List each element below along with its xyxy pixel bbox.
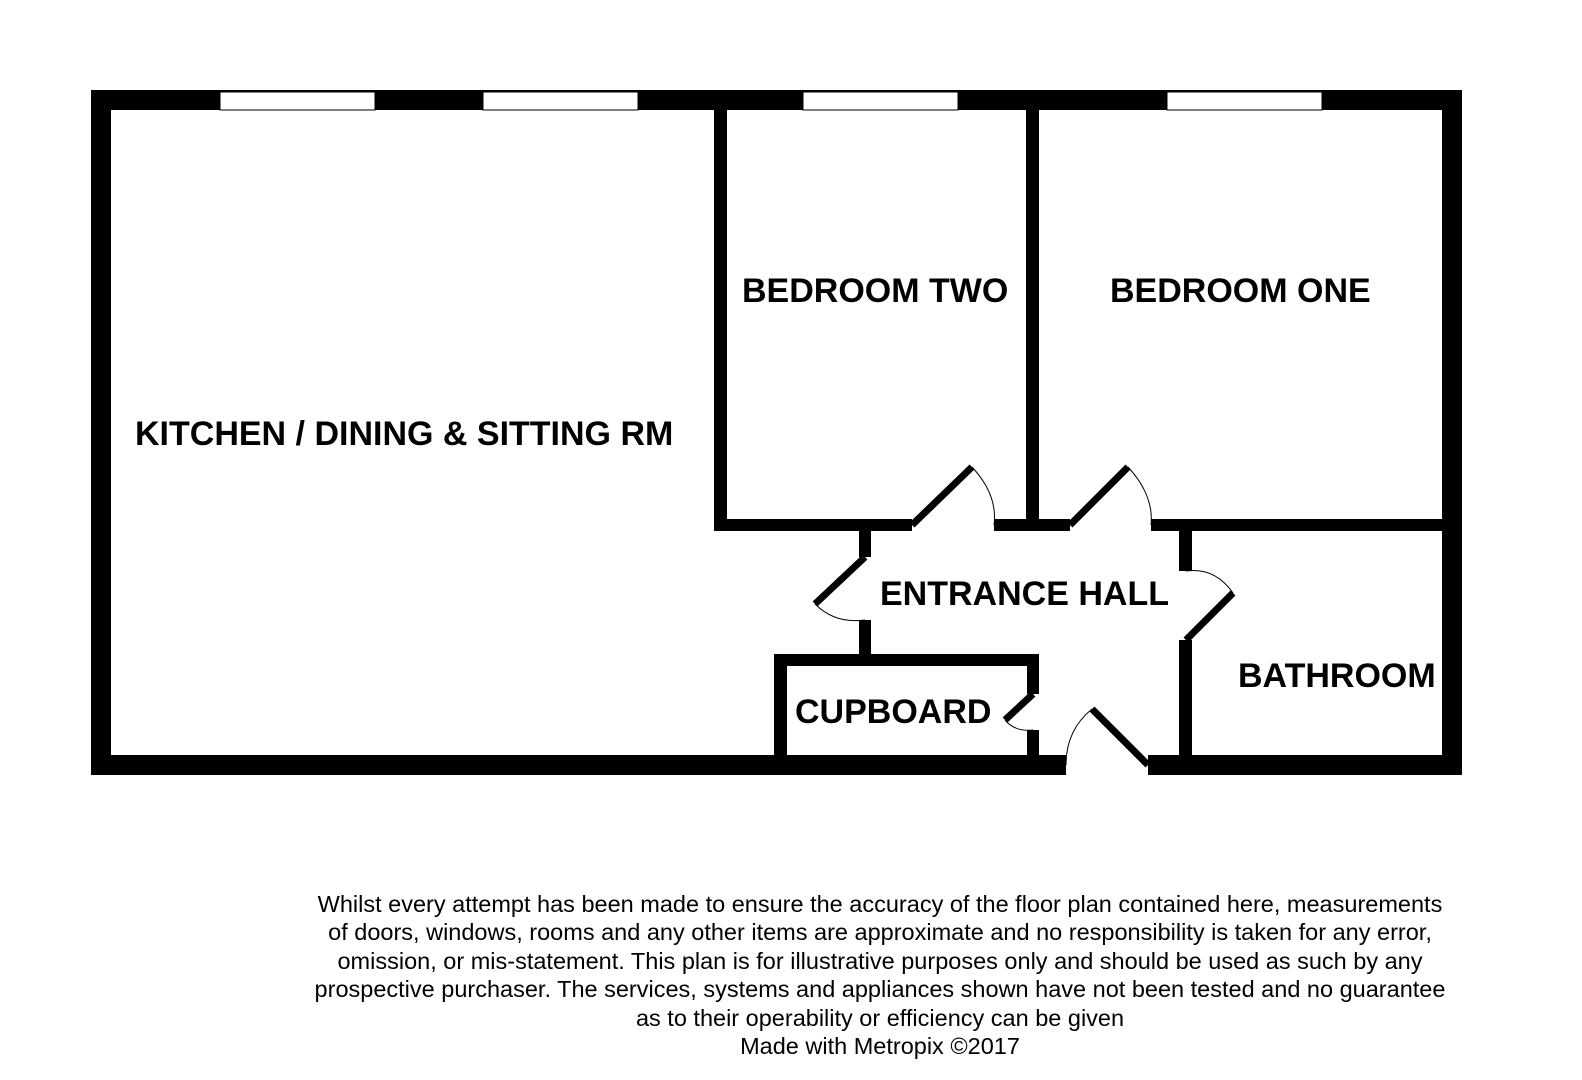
disclaimer-line: Whilst every attempt has been made to en… bbox=[317, 891, 1443, 917]
window-kitchen-2 bbox=[482, 91, 639, 111]
wall-hall-left-lower bbox=[859, 620, 871, 660]
door-bedroom-one bbox=[1067, 464, 1152, 528]
disclaimer-line: of doors, windows, rooms and any other i… bbox=[328, 919, 1432, 946]
room-label-entrance-hall: ENTRANCE HALL bbox=[880, 575, 1169, 613]
door-front bbox=[1065, 706, 1151, 768]
room-label-bedroom-one: BEDROOM ONE bbox=[1110, 272, 1371, 310]
window-bedroom-one bbox=[1166, 91, 1323, 111]
wall-hall-left-upper bbox=[859, 531, 871, 557]
disclaimer-line: omission, or mis-statement. This plan is… bbox=[337, 947, 1423, 974]
outer-wall-bottom-left bbox=[91, 755, 1066, 775]
wall-bedroom-one-bottom-right bbox=[1151, 519, 1444, 531]
wall-cupboard-right-upper bbox=[1027, 654, 1039, 694]
credit-line: Made with Metropix ©2017 bbox=[740, 1033, 1020, 1060]
outer-wall-left bbox=[91, 90, 111, 775]
wall-cupboard-right-lower bbox=[1027, 730, 1039, 760]
disclaimer: Whilst every attempt has been made to en… bbox=[270, 890, 1490, 1060]
window-kitchen-1 bbox=[219, 91, 376, 111]
outer-wall-top bbox=[91, 90, 1462, 110]
room-label-cupboard: CUPBOARD bbox=[795, 693, 991, 731]
room-label-bedroom-two: BEDROOM TWO bbox=[742, 272, 1008, 310]
wall-bathroom-left-upper bbox=[1179, 531, 1192, 571]
door-bedroom-two bbox=[909, 464, 996, 528]
wall-bathroom-left-lower bbox=[1179, 640, 1192, 760]
door-kitchen bbox=[812, 554, 868, 622]
wall-bedroom-two-bottom bbox=[714, 519, 912, 531]
disclaimer-line: prospective purchaser. The services, sys… bbox=[314, 976, 1446, 1003]
floor-plan: KITCHEN / DINING & SITTING RM BEDROOM TW… bbox=[91, 90, 1462, 775]
outer-wall-bottom-right bbox=[1148, 755, 1462, 775]
room-label-bathroom: BATHROOM bbox=[1238, 657, 1436, 695]
room-label-kitchen: KITCHEN / DINING & SITTING RM bbox=[135, 415, 673, 453]
wall-bedroom-one-bottom-left bbox=[1026, 519, 1070, 531]
wall-between-bedrooms bbox=[1026, 108, 1039, 531]
disclaimer-line: as to their operability or efficiency ca… bbox=[635, 1004, 1125, 1031]
outer-wall-right bbox=[1442, 90, 1462, 775]
door-bathroom bbox=[1183, 569, 1236, 643]
wall-bedroom-two-left bbox=[714, 108, 727, 531]
window-bedroom-two bbox=[802, 91, 959, 111]
wall-cupboard-top bbox=[774, 654, 1039, 666]
door-cupboard bbox=[1002, 691, 1036, 731]
wall-cupboard-left bbox=[774, 654, 787, 760]
